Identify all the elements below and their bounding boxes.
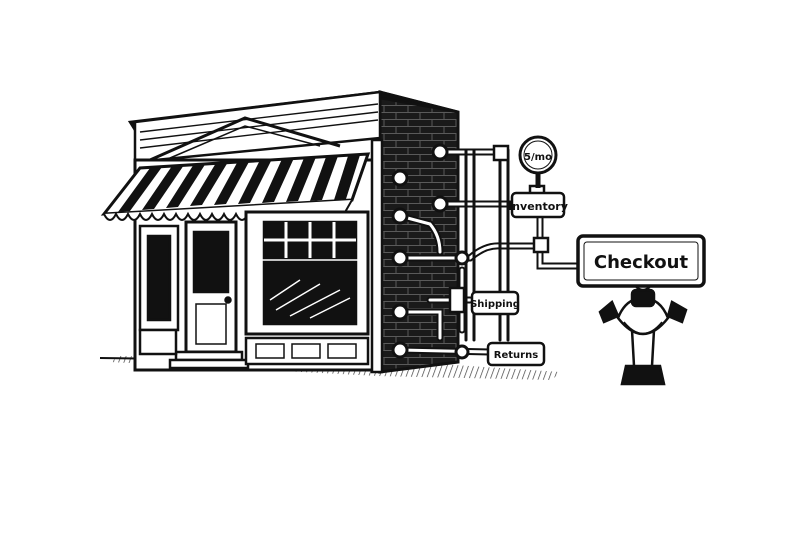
returns-label: Returns [494, 350, 538, 361]
gauge-label: 5/mo [524, 152, 552, 163]
inventory-tag: Inventory [508, 191, 568, 219]
inventory-label: Inventory [508, 200, 568, 213]
returns-tag: Returns [486, 341, 546, 367]
pressure-gauge-icon: 5/mo [518, 135, 558, 188]
checkout-sign: Checkout [576, 234, 706, 288]
pipe-network-icon [391, 143, 580, 360]
shipping-tag: Shipping [470, 290, 520, 316]
robot-hand-icon [598, 272, 688, 386]
checkout-label: Checkout [594, 252, 689, 273]
storefront-icon [100, 90, 460, 374]
shipping-label: Shipping [470, 299, 520, 310]
